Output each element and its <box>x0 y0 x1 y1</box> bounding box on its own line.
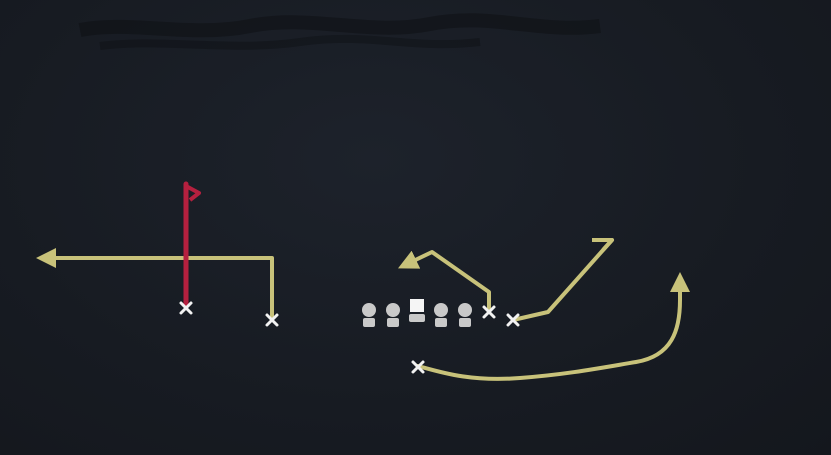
illegible-title-smudge <box>78 13 601 50</box>
player-markers <box>179 301 520 374</box>
routes <box>36 181 690 381</box>
center-square-icon <box>409 299 425 322</box>
x-marker-icon <box>482 305 496 319</box>
x-marker-icon <box>506 313 520 327</box>
route-out-left <box>397 250 491 310</box>
lineman-icon <box>434 303 448 327</box>
route-corner-left <box>36 248 274 318</box>
x-marker-icon <box>179 301 193 315</box>
route-post-highlighted <box>183 181 201 309</box>
route-wheel-right <box>416 272 690 381</box>
lineman-icon <box>458 303 472 327</box>
lineman-icon <box>386 303 400 327</box>
x-marker-icon <box>411 360 425 374</box>
x-marker-icon <box>265 313 279 327</box>
lineman-icon <box>362 303 376 327</box>
route-corner-right <box>512 238 614 322</box>
offensive-line <box>362 299 472 327</box>
route-corner-right-tip <box>598 238 614 252</box>
